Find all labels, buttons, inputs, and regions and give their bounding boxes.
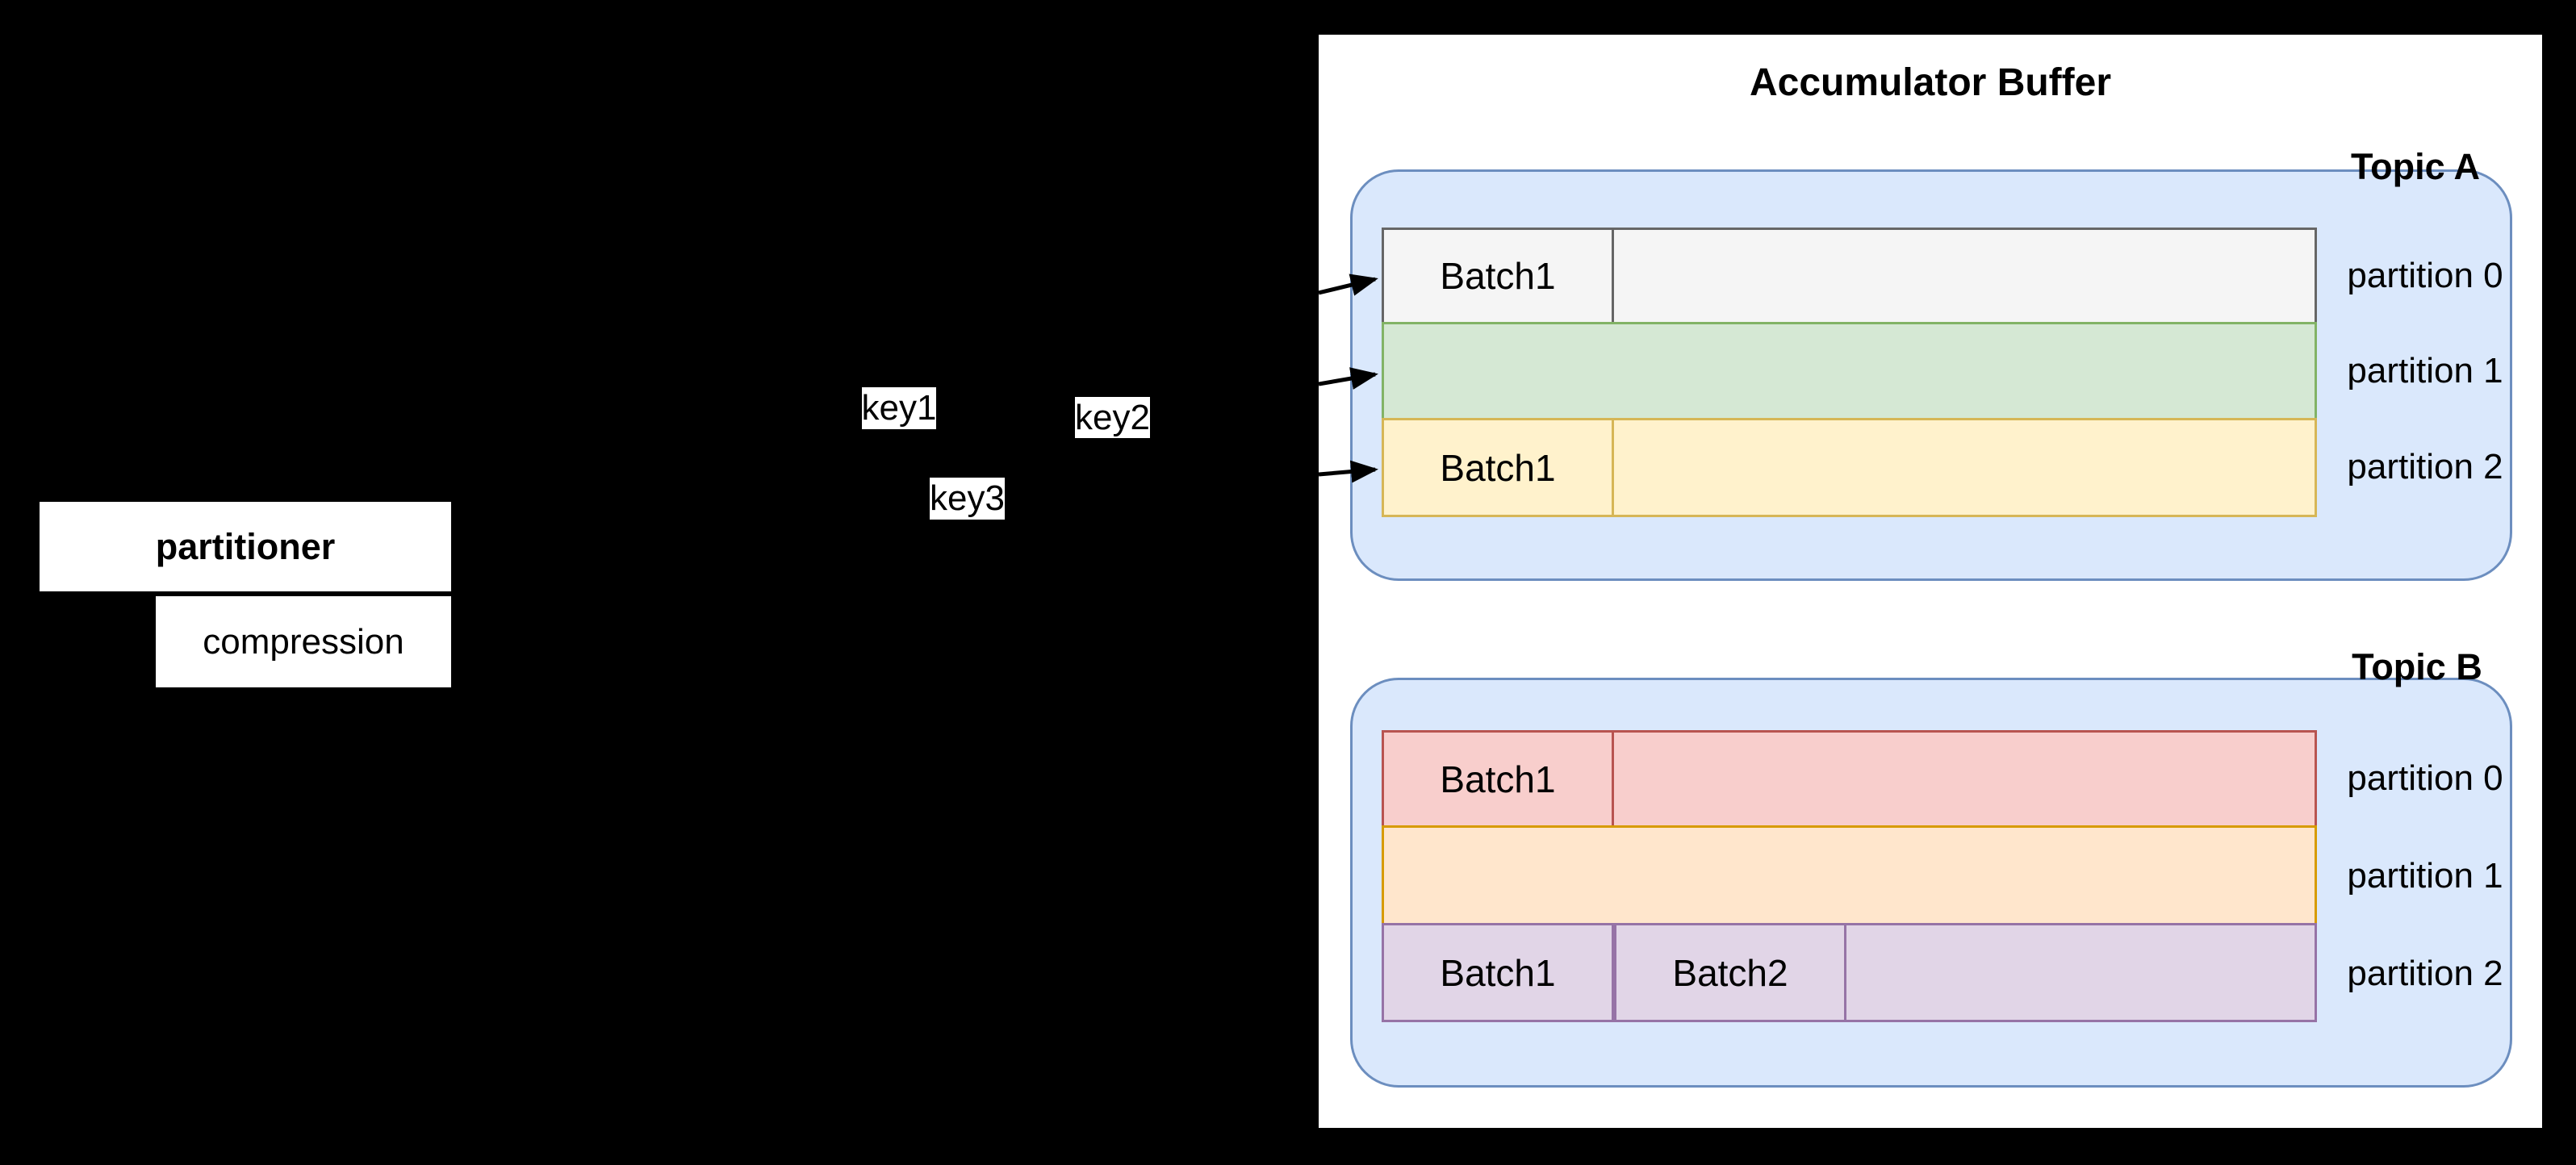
compression-box: compression	[153, 594, 454, 690]
batch-label: Batch1	[1440, 951, 1556, 994]
arrow-icon-to-partition-2	[1319, 460, 1378, 483]
topic-b-partition-2-batch-1: Batch1	[1382, 923, 1614, 1022]
topic-b-partition-1-label: partition 1	[2347, 856, 2503, 896]
topic-a-partition-0-label: partition 0	[2347, 256, 2503, 295]
topic-a-partition-2-label: partition 2	[2347, 447, 2503, 486]
topic-b-partition-2-row: Batch1 Batch2	[1382, 923, 2317, 1022]
topic-a-partition-2-batch-1: Batch1	[1382, 418, 1614, 517]
topic-a-partition-0-row: Batch1	[1382, 228, 2317, 324]
incoming-arrows	[1319, 274, 1378, 483]
key1-label: key1	[861, 387, 937, 429]
topic-a-partition-1-row	[1382, 322, 2317, 420]
topic-a-partition-0-batch-1: Batch1	[1382, 228, 1614, 324]
partitioner-box: partitioner	[37, 499, 454, 594]
panel-title: Accumulator Buffer	[1749, 61, 2112, 104]
arrow-icon-to-partition-1	[1319, 367, 1378, 390]
key3-label: key3	[930, 478, 1005, 520]
topic-b-partition-0-row: Batch1	[1382, 730, 2317, 828]
key2-label: key2	[1075, 397, 1150, 438]
arrow-icon-to-partition-0	[1319, 274, 1378, 296]
topic-a-partition-2-row: Batch1	[1382, 418, 2317, 517]
batch-label: Batch1	[1440, 758, 1556, 800]
topic-b-label: Topic B	[2352, 646, 2482, 687]
topic-a-label: Topic A	[2351, 146, 2480, 187]
topic-b-partition-2-label: partition 2	[2347, 954, 2503, 993]
topic-b-partition-0-batch-1: Batch1	[1382, 730, 1614, 828]
topic-b-partition-0-label: partition 0	[2347, 758, 2503, 798]
compression-label: compression	[203, 621, 404, 662]
topic-a-partition-1-label: partition 1	[2347, 351, 2503, 390]
accumulator-buffer-panel: Accumulator Buffer Topic A Batch1 Batch1…	[1319, 35, 2542, 1128]
batch-label: Batch1	[1440, 255, 1556, 297]
batch-label: Batch2	[1672, 951, 1788, 994]
topic-b-partition-2-batch-2: Batch2	[1614, 923, 1846, 1022]
topic-b-partition-1-row	[1382, 825, 2317, 925]
partitioner-label: partitioner	[155, 525, 336, 567]
batch-label: Batch1	[1440, 446, 1556, 489]
